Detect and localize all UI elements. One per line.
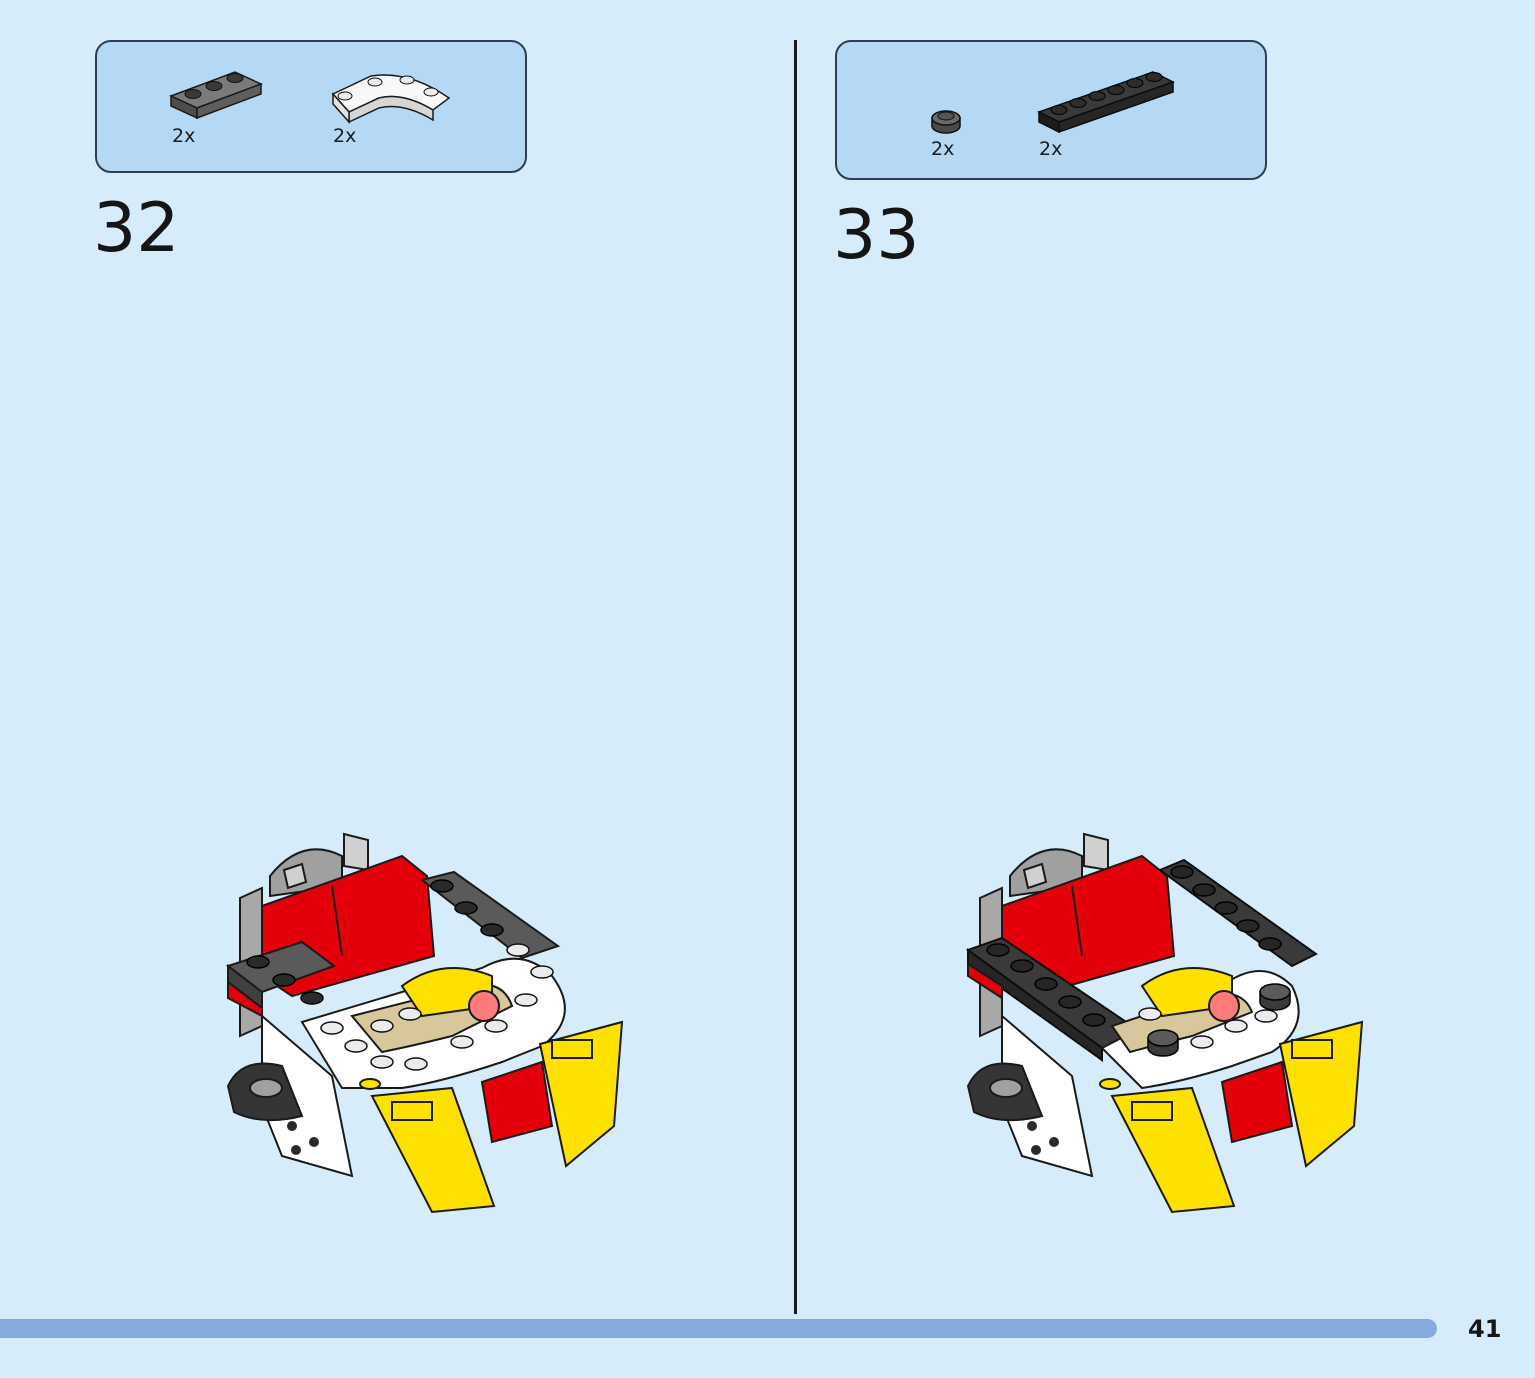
part-quantity: 2x: [333, 125, 357, 147]
black-plate-1x6-icon: [1035, 66, 1177, 136]
step-number: 33: [833, 196, 920, 275]
page-number: 41: [1468, 1315, 1502, 1343]
page-divider: [794, 40, 797, 1314]
model-illustration-step-33: [962, 826, 1372, 1220]
parts-list-step-32: 2x 2x: [95, 40, 527, 173]
dark-gray-plate-1x3-icon: [167, 64, 267, 122]
step-number: 32: [93, 189, 180, 268]
part-quantity: 2x: [172, 125, 196, 147]
model-illustration-step-32: [222, 826, 632, 1220]
white-curved-plate-icon: [329, 68, 459, 130]
part-quantity: 2x: [1039, 138, 1063, 160]
progress-bar: [0, 1319, 1437, 1338]
dark-gray-round-plate-1x1-icon: [929, 106, 963, 138]
part-quantity: 2x: [931, 138, 955, 160]
parts-list-step-33: 2x 2x: [835, 40, 1267, 180]
